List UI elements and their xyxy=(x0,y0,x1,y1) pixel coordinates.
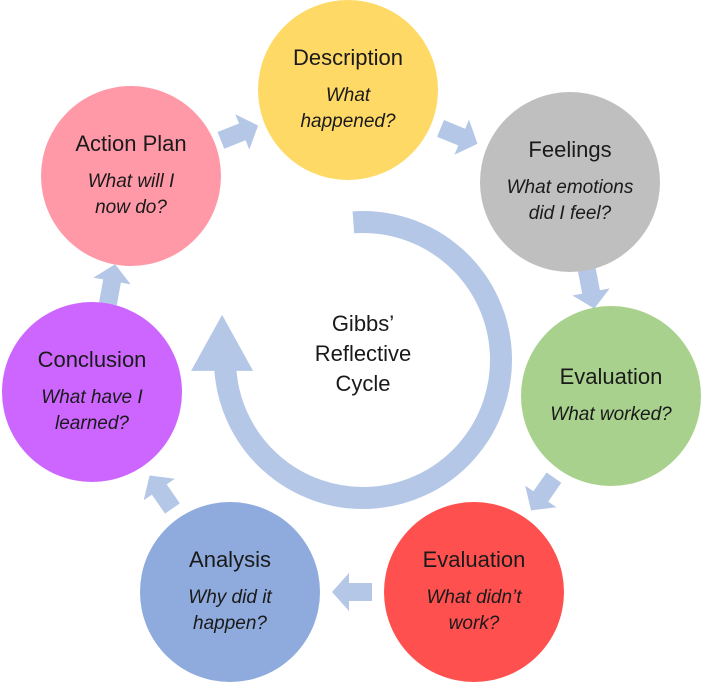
connector-arrow-7 xyxy=(217,114,259,150)
center-arc xyxy=(214,211,512,509)
connector-arrow-2 xyxy=(572,267,610,309)
stage-question-line: What have I xyxy=(41,387,143,408)
center-label-line-1: Gibbs’ xyxy=(332,311,394,336)
connector-arrow-1 xyxy=(437,119,478,155)
stage-question-line: What didn’t xyxy=(426,587,522,608)
center-label-line-3: Cycle xyxy=(335,371,390,396)
stage-title: Feelings xyxy=(528,137,611,162)
connector-arrows xyxy=(93,114,610,611)
stage-question-line: happen? xyxy=(193,613,267,634)
stage-title: Conclusion xyxy=(38,347,147,372)
stage-title: Evaluation xyxy=(423,547,526,572)
stage-circle xyxy=(41,86,221,266)
center-arrowhead xyxy=(191,314,254,371)
stage-circle xyxy=(258,0,438,180)
stage-question-line: work? xyxy=(449,613,500,634)
connector-arrow-5 xyxy=(143,475,180,514)
stage-circle xyxy=(480,92,660,272)
stage-title: Evaluation xyxy=(560,364,663,389)
connector-arrow-6 xyxy=(93,264,131,306)
stage-question-line: What emotions xyxy=(507,177,634,198)
stage-question-line: What worked? xyxy=(550,404,672,425)
center-label-line-2: Reflective xyxy=(315,341,412,366)
stage-circle xyxy=(384,502,564,682)
connector-arrow-3 xyxy=(525,472,562,511)
stage-circle xyxy=(140,502,320,682)
connector-arrow-4 xyxy=(332,573,372,611)
stage-question-line: happened? xyxy=(300,111,396,132)
center-label: Gibbs’ Reflective Cycle xyxy=(315,311,412,396)
center-cycle-arrow xyxy=(191,211,512,509)
stage-question-line: learned? xyxy=(55,413,129,434)
stage-question-line: now do? xyxy=(95,197,167,218)
stage-question-line: Why did it xyxy=(188,587,272,608)
stage-title: Description xyxy=(293,45,403,70)
stage-title: Action Plan xyxy=(75,131,186,156)
stage-title: Analysis xyxy=(189,547,271,572)
stage-question-line: What xyxy=(326,85,371,106)
stage-question-line: What will I xyxy=(88,171,175,192)
stage-circle xyxy=(2,302,182,482)
stage-circle xyxy=(521,306,701,486)
stage-question-line: did I feel? xyxy=(529,203,612,224)
